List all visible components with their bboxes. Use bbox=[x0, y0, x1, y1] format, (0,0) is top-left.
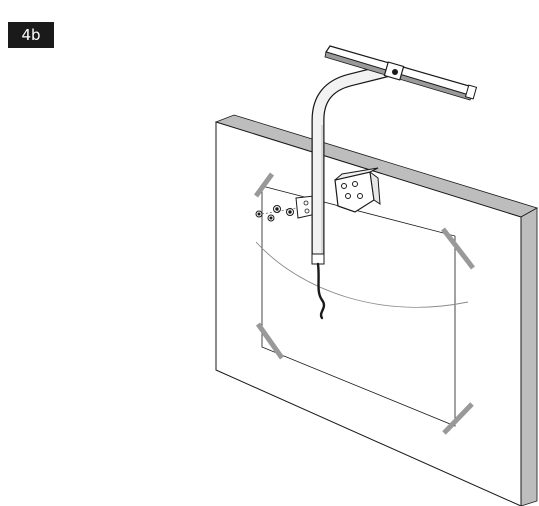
mount-block-side bbox=[369, 170, 381, 205]
screw-1-center bbox=[257, 212, 261, 216]
tape-bottom-right bbox=[442, 402, 474, 435]
lamp-arm-inner bbox=[312, 64, 392, 262]
mount-screw-2 bbox=[352, 181, 358, 187]
hinge-pivot bbox=[392, 69, 398, 75]
lamp-arm-end-cap bbox=[311, 253, 325, 265]
mount-screw-4 bbox=[357, 193, 363, 199]
power-cable bbox=[316, 262, 326, 320]
wall-board bbox=[214, 114, 539, 506]
mount-block-top bbox=[334, 167, 379, 181]
lamp-head-end-cap bbox=[464, 84, 478, 100]
wall-side-edge bbox=[520, 207, 538, 506]
artwork-outline bbox=[261, 185, 456, 427]
light-beam-curve bbox=[255, 241, 469, 308]
tape-top-left bbox=[253, 172, 275, 198]
tape-top-right bbox=[441, 227, 475, 270]
bracket-hole-bottom bbox=[304, 208, 310, 214]
lamp-head-hinge bbox=[383, 61, 405, 81]
lamp-mount-block bbox=[334, 167, 381, 213]
screw-guide-line bbox=[261, 207, 297, 215]
lamp-arm bbox=[311, 63, 392, 265]
masking-tape-group bbox=[253, 172, 475, 435]
step-badge: 4b bbox=[8, 22, 54, 48]
screws-group bbox=[255, 205, 294, 222]
washer-1-center bbox=[275, 207, 279, 211]
tape-bottom-left bbox=[255, 322, 285, 360]
bracket-hole-top bbox=[303, 200, 309, 206]
lamp-head bbox=[324, 45, 478, 101]
mount-screw-3 bbox=[345, 193, 351, 199]
washer-2-center bbox=[288, 210, 292, 214]
screw-2-center bbox=[269, 216, 273, 220]
mount-screw-1 bbox=[341, 183, 347, 189]
step-label: 4b bbox=[21, 26, 41, 44]
wall-front-face bbox=[215, 121, 522, 506]
